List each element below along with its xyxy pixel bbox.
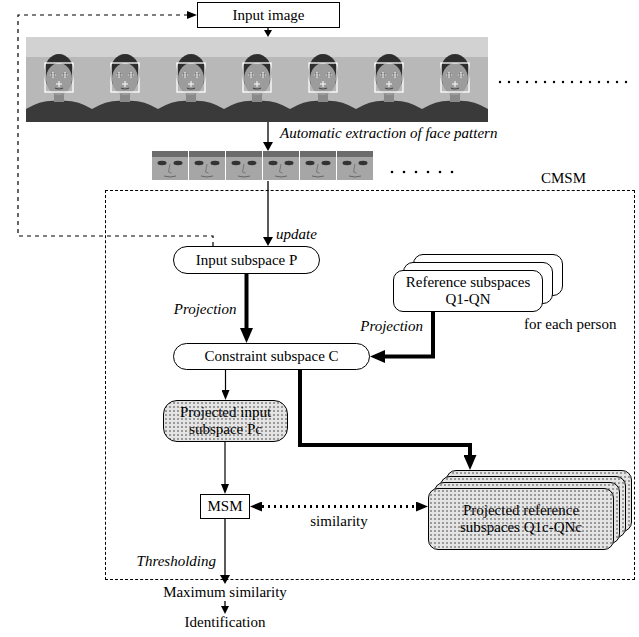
annotation-label: Maximum similarity	[161, 584, 289, 601]
face-pattern	[337, 151, 373, 180]
connector	[224, 442, 225, 484]
edge-label: Projection	[358, 318, 425, 335]
connector	[262, 505, 416, 508]
flow-arrows	[220, 28, 273, 614]
connector	[225, 370, 226, 390]
region-title: CMSM	[541, 170, 586, 187]
face-pattern	[152, 151, 188, 180]
face-pattern	[226, 151, 262, 180]
region-box: CMSMInput subspace PReference subspaces …	[105, 190, 635, 580]
node-text: Input image	[232, 7, 304, 24]
face-frame	[290, 37, 356, 122]
annotation-label: Identification	[183, 614, 268, 631]
face-pattern	[189, 151, 225, 180]
front-card: Reference subspaces Q1-QN	[393, 270, 543, 312]
video-frames	[26, 37, 488, 122]
face-frame	[158, 37, 224, 122]
edge-label: similarity	[308, 513, 370, 530]
face-patterns	[152, 151, 373, 180]
node-text: Projected reference subspaces Q1c-QNc	[435, 502, 607, 536]
continuation-dots	[391, 171, 454, 174]
projected-subspace-box: Projected input subspace Pc	[163, 400, 288, 442]
front-card: Projected reference subspaces Q1c-QNc	[428, 488, 614, 550]
stacked-subspace-box: Reference subspaces Q1-QN	[393, 254, 563, 312]
face-frame	[422, 37, 488, 122]
node-text: Constraint subspace C	[204, 348, 338, 365]
continuation-dots	[499, 81, 627, 83]
face-pattern	[300, 151, 336, 180]
connector	[18, 15, 213, 246]
subspace-box: Constraint subspace C	[173, 343, 370, 370]
connector	[300, 370, 470, 455]
node-text: Projected input subspace Pc	[170, 404, 281, 438]
annotation-label: update	[274, 226, 319, 243]
annotation-label: Automatic extraction of face pattern	[278, 125, 499, 142]
input-box: Input image	[197, 2, 340, 28]
face-pattern	[263, 151, 299, 180]
edge-label: Projection	[172, 301, 239, 318]
stacked-projected-box: Projected reference subspaces Q1c-QNc	[428, 470, 632, 550]
face-frame	[224, 37, 290, 122]
node-text: Reference subspaces Q1-QN	[400, 274, 536, 308]
annotation-label: Thresholding	[135, 553, 218, 570]
annotation-label: for each person	[522, 316, 618, 333]
process-box: MSM	[200, 494, 250, 519]
node-text: Input subspace P	[196, 252, 298, 269]
face-frame	[26, 37, 92, 122]
face-frame	[92, 37, 158, 122]
connector	[245, 274, 249, 328]
face-frame	[356, 37, 422, 122]
subspace-box: Input subspace P	[173, 246, 320, 274]
node-text: MSM	[207, 498, 242, 515]
